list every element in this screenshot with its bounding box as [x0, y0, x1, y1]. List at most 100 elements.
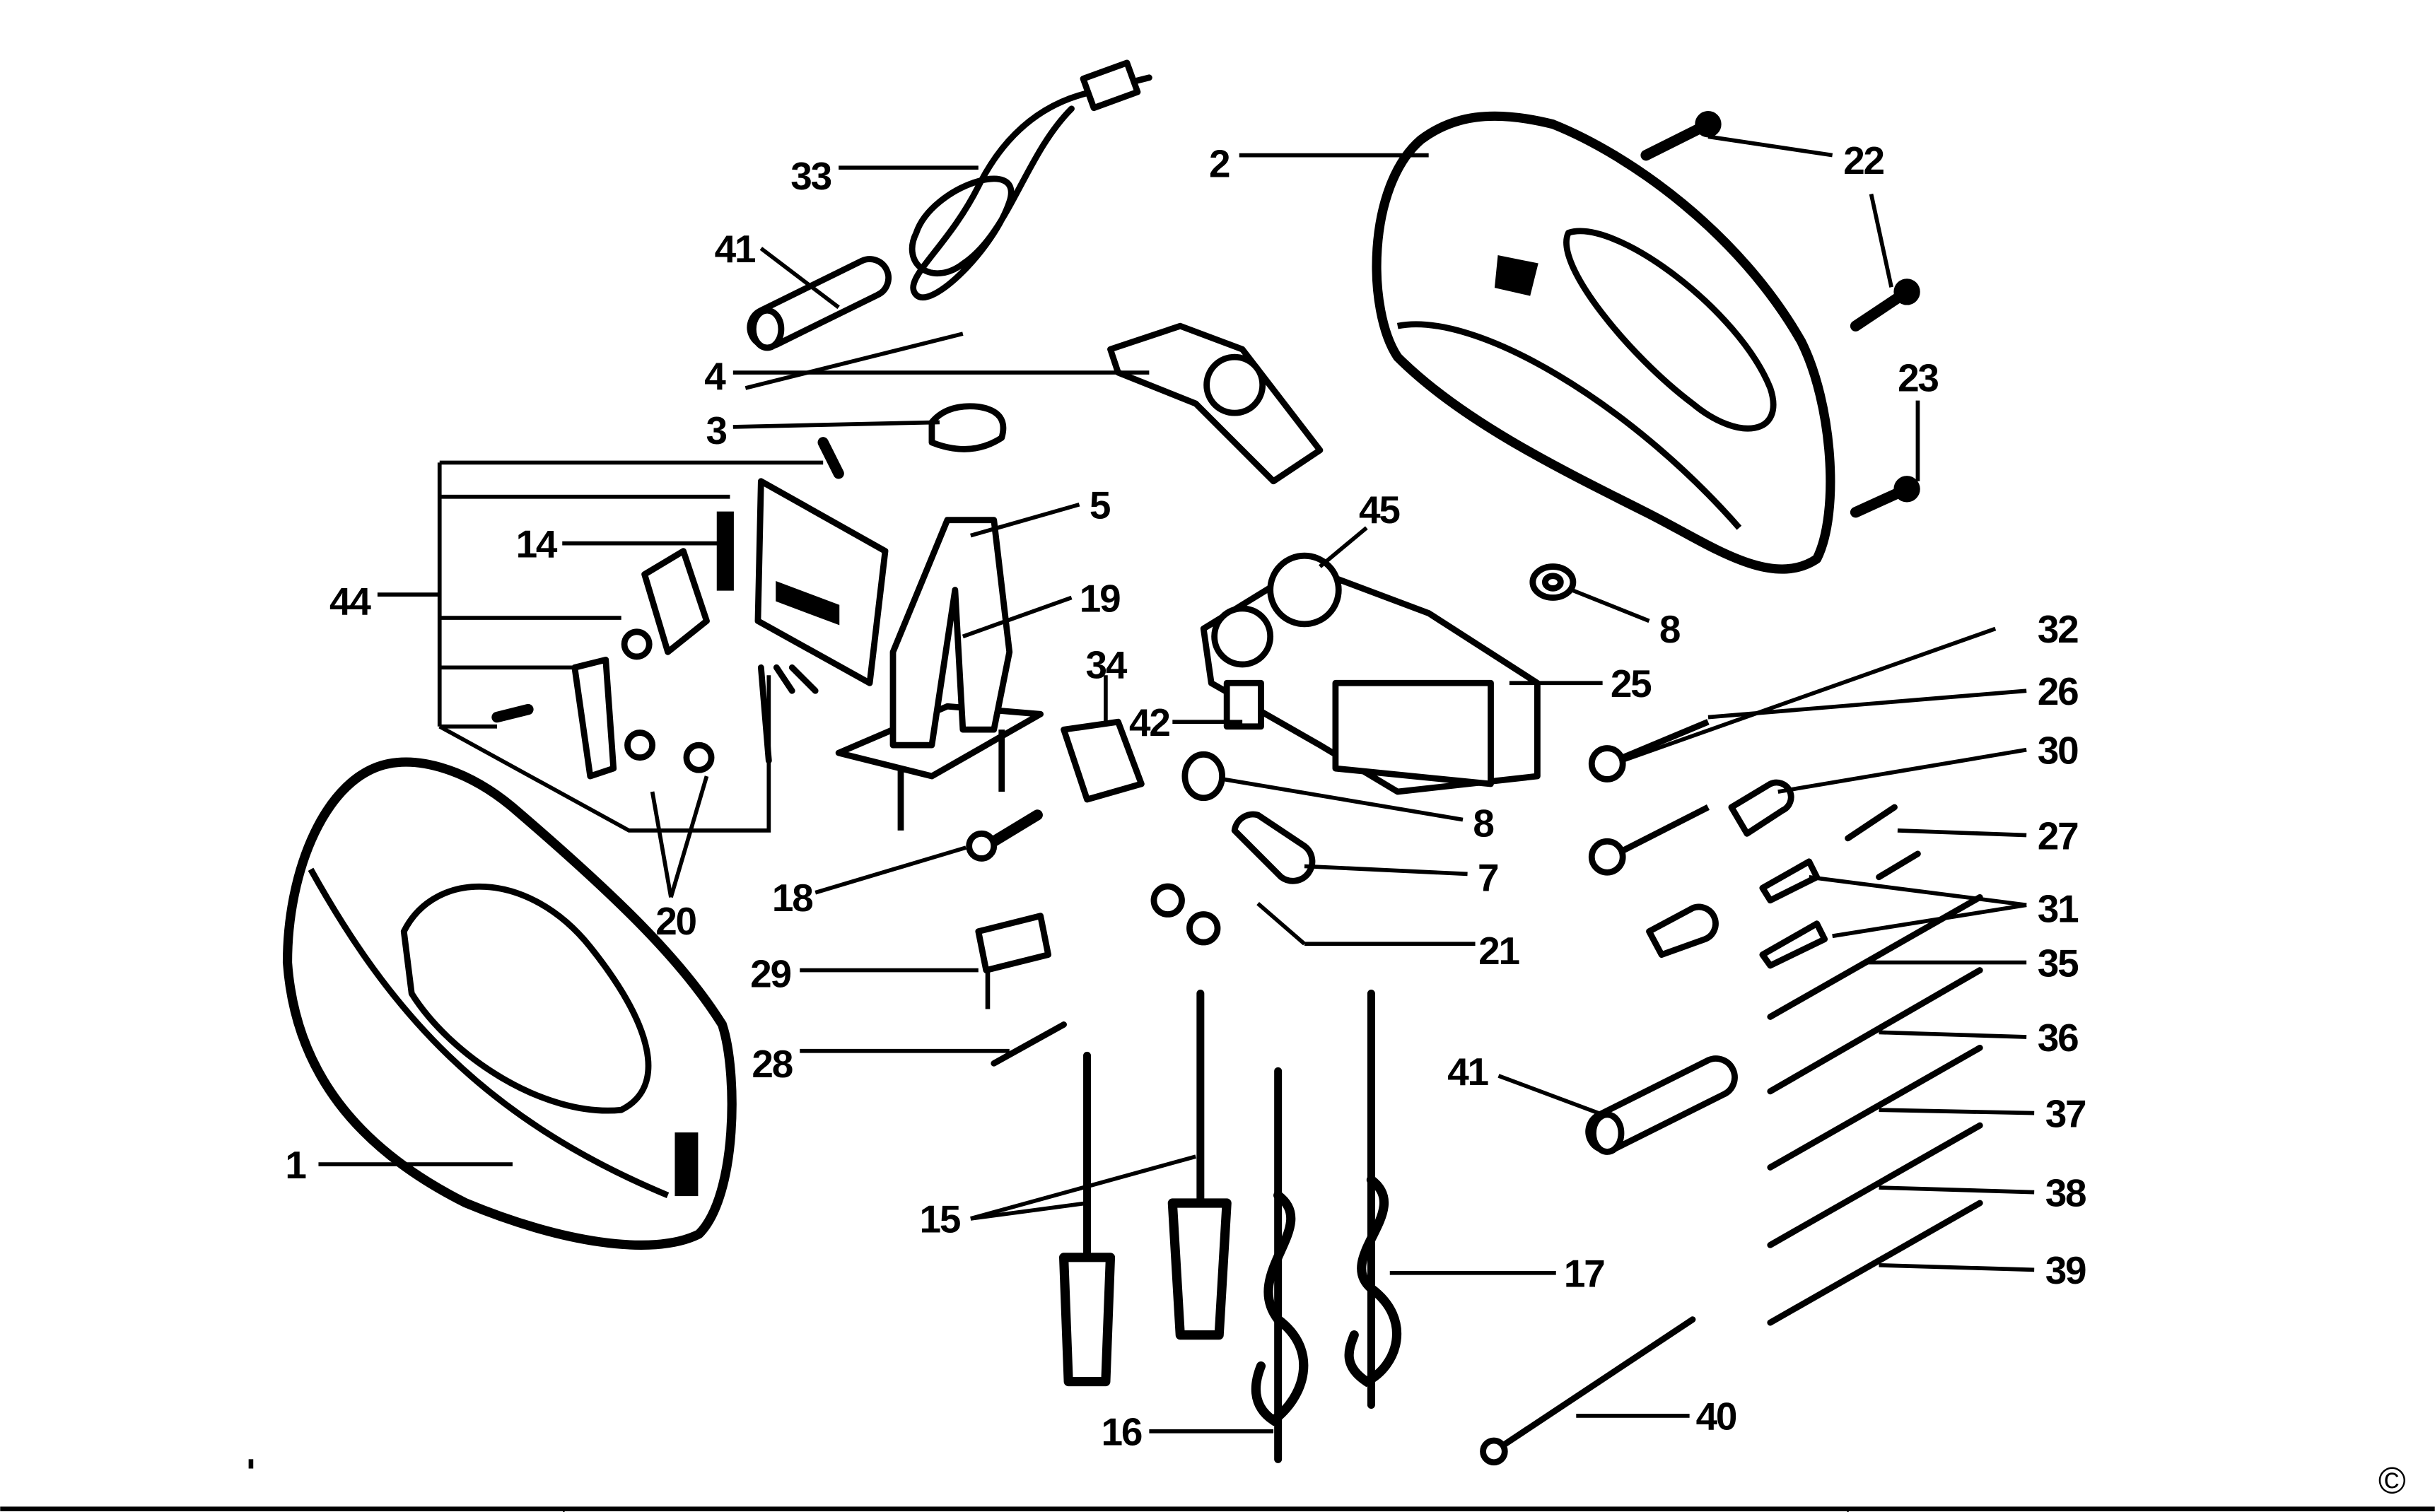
callout-27: 27	[1897, 814, 2079, 857]
callout-17: 17	[1389, 1252, 1606, 1296]
callout-label: 45	[1359, 488, 1399, 532]
power-cord	[909, 59, 1152, 300]
callout-28: 28	[752, 1042, 1010, 1086]
callout-label: 36	[2038, 1016, 2078, 1060]
leader-line	[1707, 688, 2027, 720]
callout-label: 8	[1473, 802, 1493, 845]
circuit-board	[491, 437, 889, 780]
callout-30: 30	[1777, 728, 2079, 794]
callout-label: 22	[1843, 139, 1884, 182]
small-pin	[991, 1021, 1067, 1067]
callout-label: 19	[1080, 576, 1120, 620]
leader-line	[1879, 1185, 2035, 1195]
callout-26: 26	[1707, 669, 2079, 720]
callout-label: 41	[715, 227, 755, 271]
callout-label: 5	[1090, 483, 1110, 527]
callout-1: 1	[285, 1143, 513, 1187]
callout-label: 17	[1564, 1252, 1604, 1296]
callout-14: 14	[516, 522, 718, 565]
copyright-mark: ©	[2378, 1460, 2405, 1502]
callout-19: 19	[962, 576, 1121, 639]
leader-line	[1809, 874, 2027, 908]
callout-44: 44	[329, 580, 440, 623]
callout-label: 8	[1659, 607, 1680, 651]
callout-25: 25	[1509, 662, 1652, 705]
callout-40: 40	[1576, 1395, 1738, 1438]
callout-4: 4	[704, 354, 1150, 398]
screw	[966, 809, 1043, 862]
callout-41: 41	[1447, 1050, 1604, 1117]
switch-slider	[744, 322, 1324, 485]
beaters-and-hooks	[1058, 990, 1402, 1463]
callout-label: 33	[790, 154, 831, 198]
callout-16: 16	[1102, 1410, 1274, 1454]
callout-label: 37	[2045, 1091, 2086, 1135]
callout-20: 20	[650, 775, 709, 943]
leader-line	[650, 791, 673, 898]
callout-34: 34	[1086, 643, 1129, 722]
callout-label: 18	[772, 876, 812, 920]
callout-2: 2	[1209, 141, 1429, 185]
bushing	[1181, 563, 1577, 802]
callout-label: 3	[706, 409, 726, 452]
callout-18: 18	[772, 845, 967, 920]
leader-line	[669, 775, 709, 898]
callout-29: 29	[750, 952, 979, 996]
leader-line	[1707, 134, 1833, 158]
callout-8: 8	[1223, 777, 1495, 845]
leader-line	[1223, 777, 1464, 822]
callout-label: 1	[285, 1143, 305, 1187]
callout-label: 32	[2038, 607, 2078, 651]
leader-line	[970, 1154, 1197, 1221]
speed-knob	[928, 403, 1007, 452]
callout-35: 35	[1863, 941, 2079, 985]
callout-15: 15	[920, 1154, 1197, 1241]
leader-line	[1879, 1030, 2027, 1039]
callout-38: 38	[1879, 1171, 2087, 1214]
dot-mark	[248, 1459, 254, 1469]
leader-line	[732, 420, 940, 429]
callout-label: 23	[1898, 356, 1938, 399]
sleeve-part-2	[1585, 1055, 1738, 1155]
callout-31: 31	[1809, 874, 2079, 939]
callout-label: 2	[1209, 141, 1230, 185]
callout-41: 41	[715, 227, 840, 310]
callout-33: 33	[790, 154, 979, 198]
capacitor	[975, 913, 1052, 1009]
terminal-block	[1061, 718, 1145, 803]
leader-line	[1777, 747, 2027, 794]
callout-8: 8	[1570, 587, 1681, 651]
callout-label: 4	[704, 354, 726, 398]
leader-line	[1879, 1108, 2035, 1115]
callout-3: 3	[706, 409, 940, 452]
callout-39: 39	[1879, 1248, 2087, 1292]
leader-line	[1869, 193, 1893, 288]
callout-label: 39	[2045, 1248, 2086, 1292]
callout-label: 34	[1086, 643, 1128, 687]
leader-line	[1622, 626, 1997, 763]
callout-45: 45	[1319, 488, 1401, 568]
callout-label: 29	[750, 952, 790, 996]
leader-line	[1319, 526, 1368, 568]
gear-frame	[835, 517, 1044, 831]
callout-36: 36	[1879, 1016, 2079, 1060]
callout-label: 14	[516, 522, 558, 565]
leader-line	[1879, 1262, 2035, 1272]
lower-housing	[282, 757, 737, 1250]
callout-label: 26	[2038, 669, 2078, 713]
upper-housing	[1372, 111, 1835, 574]
callout-37: 37	[1879, 1091, 2087, 1135]
callout-21: 21	[1256, 901, 1521, 973]
callout-32: 32	[1622, 607, 2079, 763]
callout-5: 5	[970, 483, 1111, 538]
link-and-screws	[1150, 811, 1316, 946]
leader-line	[759, 247, 840, 310]
callout-label: 15	[920, 1197, 960, 1241]
callout-22: 22	[1707, 134, 1893, 288]
leader-line	[1304, 864, 1468, 877]
leader-line	[1570, 587, 1650, 623]
sleeve-part	[747, 256, 892, 351]
